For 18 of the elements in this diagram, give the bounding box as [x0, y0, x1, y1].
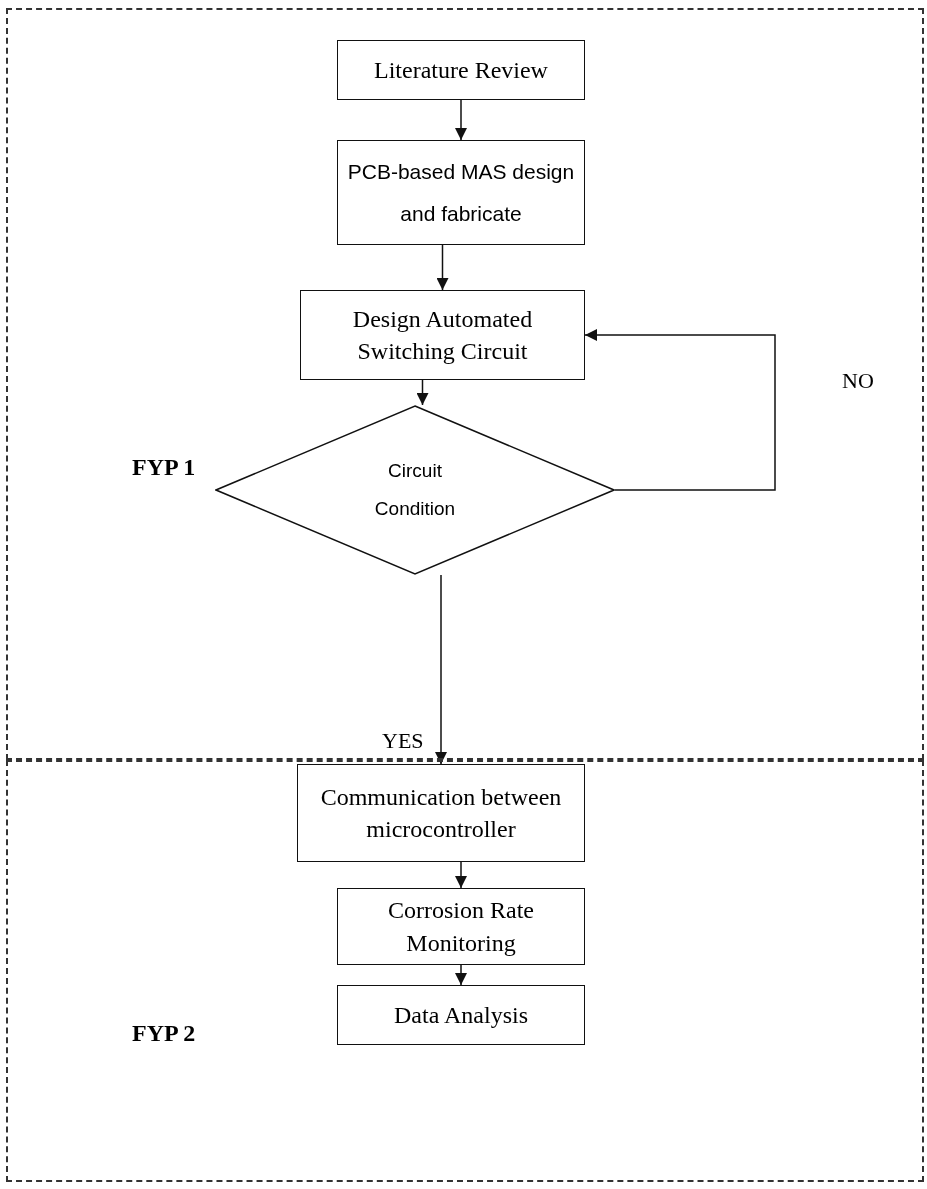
arrow: [455, 964, 467, 986]
dashed-region: [6, 760, 924, 1182]
process-box: Data Analysis: [337, 985, 585, 1045]
section-label: FYP 1: [132, 454, 196, 481]
process-box: Design Automated Switching Circuit: [300, 290, 585, 380]
arrow: [436, 244, 449, 291]
process-box: Corrosion Rate Monitoring: [337, 888, 585, 965]
dashed-region: [6, 8, 924, 760]
arrow: [455, 861, 467, 889]
process-box: Literature Review: [337, 40, 585, 100]
process-box: PCB-based MAS design and fabricate: [337, 140, 585, 245]
section-label: FYP 2: [132, 1020, 196, 1047]
arrow: [584, 329, 776, 491]
arrow: [455, 99, 467, 141]
process-box: Communication between microcontroller: [297, 764, 585, 862]
arrow: [416, 379, 429, 406]
decision-diamond: Circuit Condition: [215, 405, 615, 575]
arrow: [435, 574, 447, 765]
